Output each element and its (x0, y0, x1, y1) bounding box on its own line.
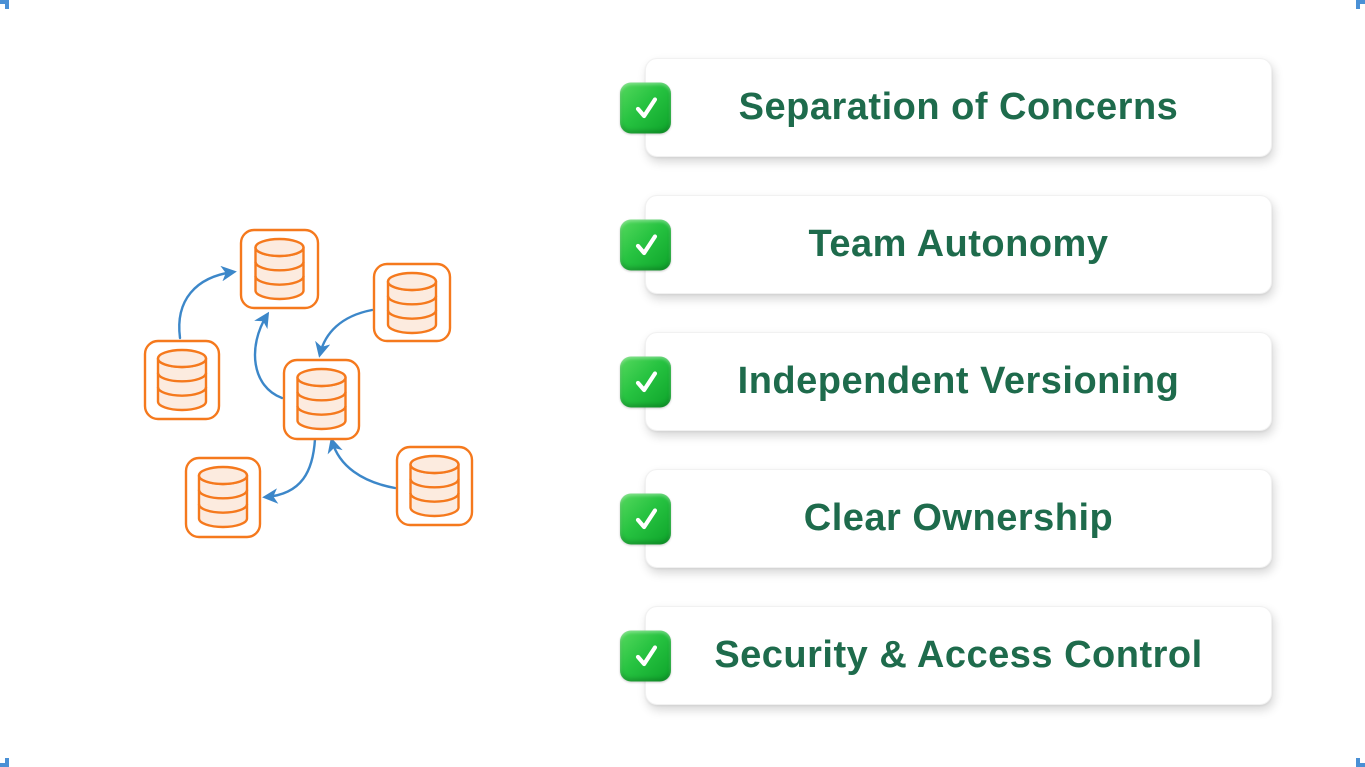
benefit-label: Separation of Concerns (738, 86, 1179, 128)
benefit-card-clear-ownership: Clear Ownership (620, 469, 1272, 568)
check-mark-icon (620, 630, 671, 681)
benefit-card-team-autonomy: Team Autonomy (620, 195, 1272, 294)
benefit-label: Independent Versioning (737, 360, 1180, 402)
check-mark-icon (620, 493, 671, 544)
database-icon-db-upper-right (372, 262, 452, 343)
database-network-diagram (143, 228, 474, 539)
database-icon-db-bottom-left (184, 456, 262, 539)
benefit-label: Security & Access Control (714, 634, 1203, 676)
benefit-label: Clear Ownership (803, 497, 1114, 539)
check-mark-icon (620, 356, 671, 407)
database-icon-db-top (239, 228, 320, 310)
database-icon-db-left (143, 339, 221, 421)
arrow-connector-db-left-to-db-top (178, 265, 237, 340)
arrow-connector-db-center-to-db-bottom-left (262, 437, 317, 504)
benefit-card-security-access-control: Security & Access Control (620, 606, 1272, 705)
benefit-card-separation-of-concerns: Separation of Concerns (620, 58, 1272, 157)
selection-handle-bottom-left[interactable] (0, 758, 9, 767)
benefit-card-independent-versioning: Independent Versioning (620, 332, 1272, 431)
check-mark-icon (620, 82, 671, 133)
arrow-connector-db-bottom-right-to-db-center (327, 437, 397, 490)
selection-handle-top-right[interactable] (1356, 0, 1365, 9)
arrow-connector-db-upper-right-to-db-center (315, 308, 374, 358)
benefit-label: Team Autonomy (808, 223, 1109, 265)
arrow-connector-db-center-to-db-top (253, 311, 284, 400)
selection-handle-top-left[interactable] (0, 0, 9, 9)
selection-handle-bottom-right[interactable] (1356, 758, 1365, 767)
benefits-checklist: Separation of Concerns Team Autonomy Ind… (620, 58, 1272, 705)
database-icon-db-center (282, 358, 361, 441)
database-icon-db-bottom-right (395, 445, 474, 527)
check-mark-icon (620, 219, 671, 270)
